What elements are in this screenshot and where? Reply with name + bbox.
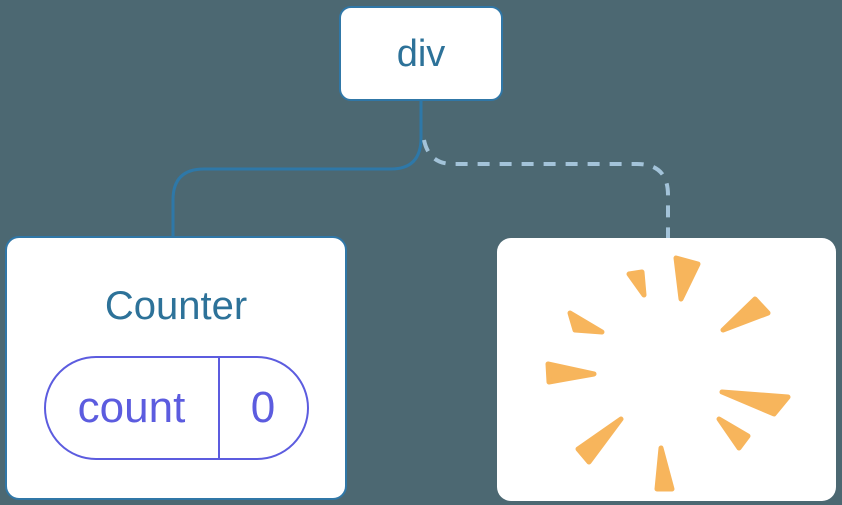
state-divider (217, 358, 220, 458)
tree-node-counter: Counter count 0 (5, 236, 347, 500)
state-badge: count 0 (43, 356, 309, 460)
poof-wedge (575, 416, 624, 465)
poof-wedge (719, 389, 791, 417)
connector-dashed-edge (422, 139, 670, 240)
poof-wedge (720, 296, 771, 333)
state-value-label: 0 (250, 383, 276, 432)
connector-solid-edge (171, 101, 423, 237)
poof-wedge (673, 255, 701, 302)
poof-wedge (626, 269, 647, 298)
component-name-label: Counter (104, 284, 248, 328)
poof-wedge (567, 310, 605, 335)
tree-node-destroyed (497, 238, 836, 501)
root-node-label: div (396, 32, 446, 75)
poof-wedge (716, 416, 751, 451)
tree-node-div: div (339, 6, 503, 101)
poof-wedge (545, 361, 597, 385)
state-key-label: count (77, 383, 186, 432)
poof-burst-icon (545, 255, 791, 492)
poof-wedge (654, 445, 675, 492)
